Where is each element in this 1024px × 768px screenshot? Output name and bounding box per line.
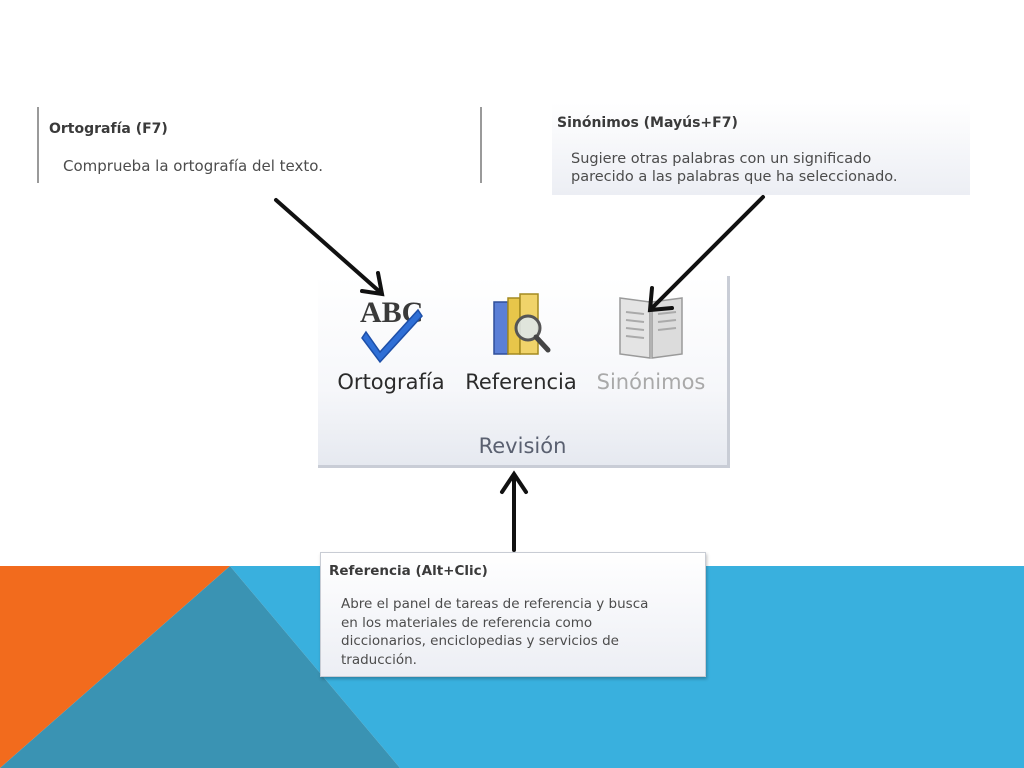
tooltip-synonyms-body-line: parecido a las palabras que ha seleccion… xyxy=(571,169,898,185)
ribbon-group-revision: ABC Ortografía Referencia Sinónimos Re xyxy=(318,276,730,468)
research-button-label: Referencia xyxy=(465,370,577,394)
spelling-abc-check-icon: ABC xyxy=(360,296,423,364)
thesaurus-button[interactable]: Sinónimos xyxy=(588,276,714,406)
tooltip-synonyms-body: Sugiere otras palabras con un significad… xyxy=(571,150,963,186)
tooltip-reference-body: Abre el panel de tareas de referencia y … xyxy=(341,595,697,669)
tooltip-synonyms-body-line: Sugiere otras palabras con un significad… xyxy=(571,151,872,167)
tooltip-reference-body-line: diccionarios, enciclopedias y servicios … xyxy=(341,633,619,649)
research-button[interactable]: Referencia xyxy=(458,276,584,406)
ribbon-group-label: Revisión xyxy=(478,434,567,458)
tooltip-reference-body-line: Abre el panel de tareas de referencia y … xyxy=(341,596,649,612)
tooltip-reference-title: Referencia (Alt+Clic) xyxy=(329,563,488,579)
tooltip-reference: Referencia (Alt+Clic) Abre el panel de t… xyxy=(320,552,706,677)
tooltip-spelling: Ortografía (F7) Comprueba la ortografía … xyxy=(37,107,482,183)
thesaurus-button-label: Sinónimos xyxy=(596,370,706,394)
spelling-button[interactable]: ABC Ortografía xyxy=(328,276,454,406)
spelling-button-label: Ortografía xyxy=(337,370,445,394)
tooltip-synonyms: Sinónimos (Mayús+F7) Sugiere otras palab… xyxy=(552,103,970,195)
research-books-magnifier-icon xyxy=(493,293,551,355)
tooltip-spelling-title: Ortografía (F7) xyxy=(49,121,168,137)
tooltip-synonyms-title: Sinónimos (Mayús+F7) xyxy=(557,115,738,131)
thesaurus-book-icon xyxy=(619,297,683,359)
tooltip-reference-body-line: en los materiales de referencia como xyxy=(341,614,593,631)
tooltip-spelling-body: Comprueba la ortografía del texto. xyxy=(63,157,323,175)
tooltip-reference-body-line: traducción. xyxy=(341,651,417,668)
background-teal-shape xyxy=(0,566,400,768)
